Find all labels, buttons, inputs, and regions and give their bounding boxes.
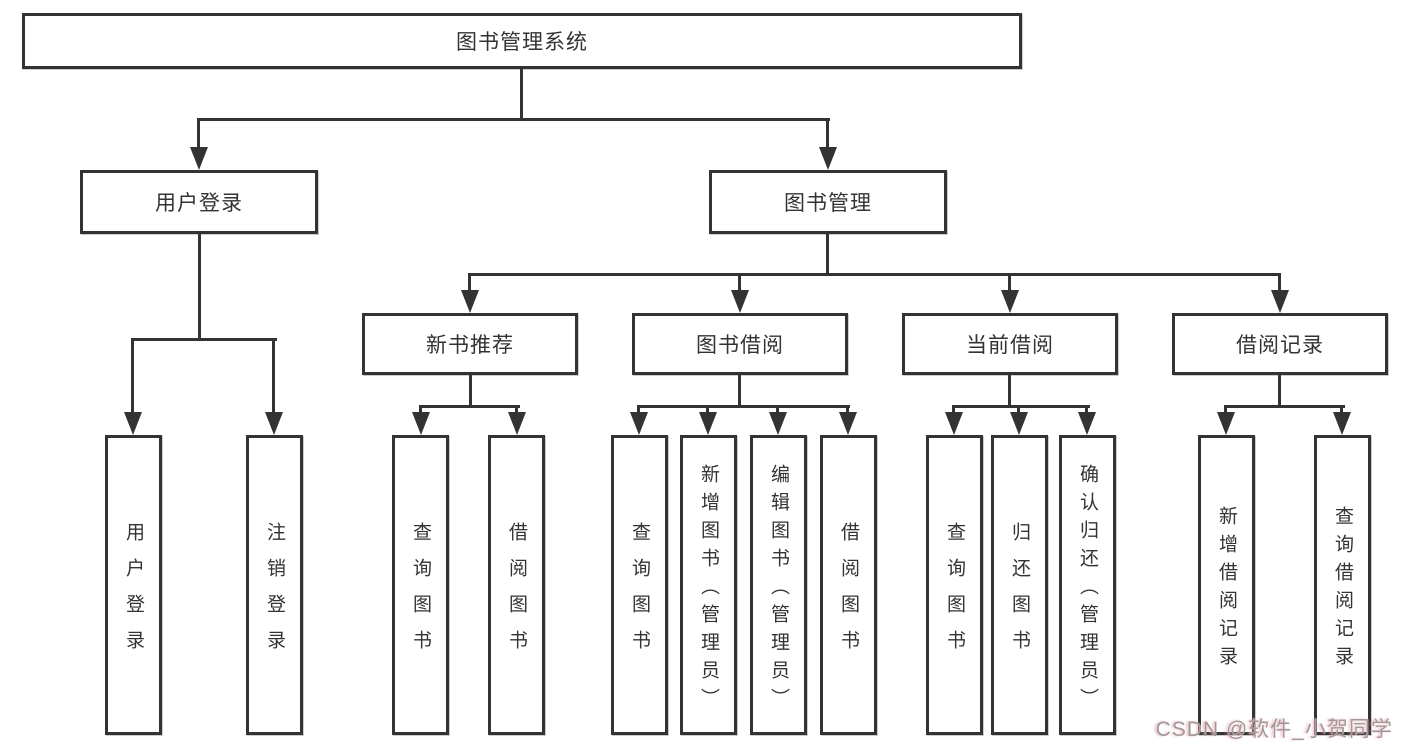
node-user-login: 用户登录 (80, 170, 318, 234)
leaf-label: 查询图书 (944, 521, 965, 666)
leaf-borrow-books-borrowing: 借阅图书 (820, 435, 877, 735)
arrowhead-down-icon (412, 412, 430, 435)
leaf-borrow-books-recommend: 借阅图书 (488, 435, 545, 735)
connector-line (1226, 405, 1345, 408)
connector-line (470, 273, 1281, 276)
node-label: 图书借阅 (696, 334, 784, 357)
connector-line (133, 338, 277, 341)
node-label: 借阅记录 (1236, 334, 1324, 357)
connector-line (197, 118, 200, 152)
connector-line (738, 273, 741, 295)
node-new-book-recommend: 新书推荐 (362, 313, 578, 375)
arrowhead-down-icon (124, 412, 142, 435)
leaf-label: 新增借阅记录 (1216, 505, 1237, 674)
connector-line (515, 405, 518, 417)
node-label: 图书管理 (784, 192, 872, 215)
leaf-label: 借阅图书 (838, 521, 859, 666)
connector-line (419, 405, 422, 417)
node-library-management-system: 图书管理系统 (22, 13, 1022, 69)
leaf-confirm-return-admin: 确认归还（管理员） (1059, 435, 1116, 735)
connector-line (1017, 405, 1020, 417)
connector-line (776, 405, 779, 417)
node-book-borrowing: 图书借阅 (632, 313, 848, 375)
leaf-query-borrow-record: 查询借阅记录 (1314, 435, 1371, 735)
arrowhead-down-icon (265, 412, 283, 435)
leaf-label: 注销登录 (264, 521, 285, 666)
connector-line (1224, 405, 1227, 417)
leaf-return-books: 归还图书 (991, 435, 1048, 735)
node-current-borrowing: 当前借阅 (902, 313, 1118, 375)
arrowhead-down-icon (731, 290, 749, 313)
connector-line (520, 69, 523, 121)
connector-line (637, 405, 640, 417)
connector-line (846, 405, 849, 417)
connector-line (1278, 273, 1281, 295)
leaf-label: 借阅图书 (506, 521, 527, 666)
connector-line (198, 234, 201, 341)
leaf-label: 查询图书 (410, 521, 431, 666)
arrowhead-down-icon (630, 412, 648, 435)
connector-line (469, 375, 472, 408)
node-label: 用户登录 (155, 192, 243, 215)
node-label: 图书管理系统 (456, 31, 588, 54)
arrowhead-down-icon (1001, 290, 1019, 313)
connector-line (421, 405, 520, 408)
connector-line (952, 405, 955, 417)
node-book-management: 图书管理 (709, 170, 947, 234)
connector-line (639, 405, 850, 408)
connector-line (199, 118, 830, 121)
arrowhead-down-icon (839, 412, 857, 435)
connector-line (1008, 273, 1011, 295)
leaf-label: 归还图书 (1009, 521, 1030, 666)
arrowhead-down-icon (1010, 412, 1028, 435)
arrowhead-down-icon (945, 412, 963, 435)
leaf-label: 用户登录 (123, 521, 144, 666)
node-label: 新书推荐 (426, 334, 514, 357)
leaf-query-books-current: 查询图书 (926, 435, 983, 735)
connector-line (706, 405, 709, 417)
arrowhead-down-icon (819, 147, 837, 170)
leaf-label: 编辑图书（管理员） (768, 463, 789, 716)
connector-line (954, 405, 1090, 408)
leaf-add-borrow-record: 新增借阅记录 (1198, 435, 1255, 735)
connector-line (1340, 405, 1343, 417)
arrowhead-down-icon (190, 147, 208, 170)
connector-line (826, 234, 829, 276)
connector-line (738, 375, 741, 408)
connector-line (826, 118, 829, 152)
leaf-label: 查询图书 (629, 521, 650, 666)
node-borrowing-records: 借阅记录 (1172, 313, 1388, 375)
arrowhead-down-icon (699, 412, 717, 435)
connector-line (1278, 375, 1281, 408)
connector-line (468, 273, 471, 295)
leaf-query-books-recommend: 查询图书 (392, 435, 449, 735)
leaf-label: 查询借阅记录 (1332, 505, 1353, 674)
connector-line (1085, 405, 1088, 417)
arrowhead-down-icon (769, 412, 787, 435)
connector-line (1008, 375, 1011, 408)
node-label: 当前借阅 (966, 334, 1054, 357)
connector-line (272, 338, 275, 417)
csdn-watermark: CSDN @软件_小贺同学 (1155, 718, 1393, 741)
leaf-label: 确认归还（管理员） (1077, 463, 1098, 716)
arrowhead-down-icon (1271, 290, 1289, 313)
arrowhead-down-icon (1078, 412, 1096, 435)
leaf-label: 新增图书（管理员） (698, 463, 719, 716)
connector-line (131, 338, 134, 417)
leaf-query-books-borrowing: 查询图书 (611, 435, 668, 735)
leaf-edit-books-admin: 编辑图书（管理员） (750, 435, 807, 735)
arrowhead-down-icon (1217, 412, 1235, 435)
arrowhead-down-icon (1333, 412, 1351, 435)
leaf-logout: 注销登录 (246, 435, 303, 735)
arrowhead-down-icon (461, 290, 479, 313)
leaf-user-login: 用户登录 (105, 435, 162, 735)
arrowhead-down-icon (508, 412, 526, 435)
leaf-add-books-admin: 新增图书（管理员） (680, 435, 737, 735)
